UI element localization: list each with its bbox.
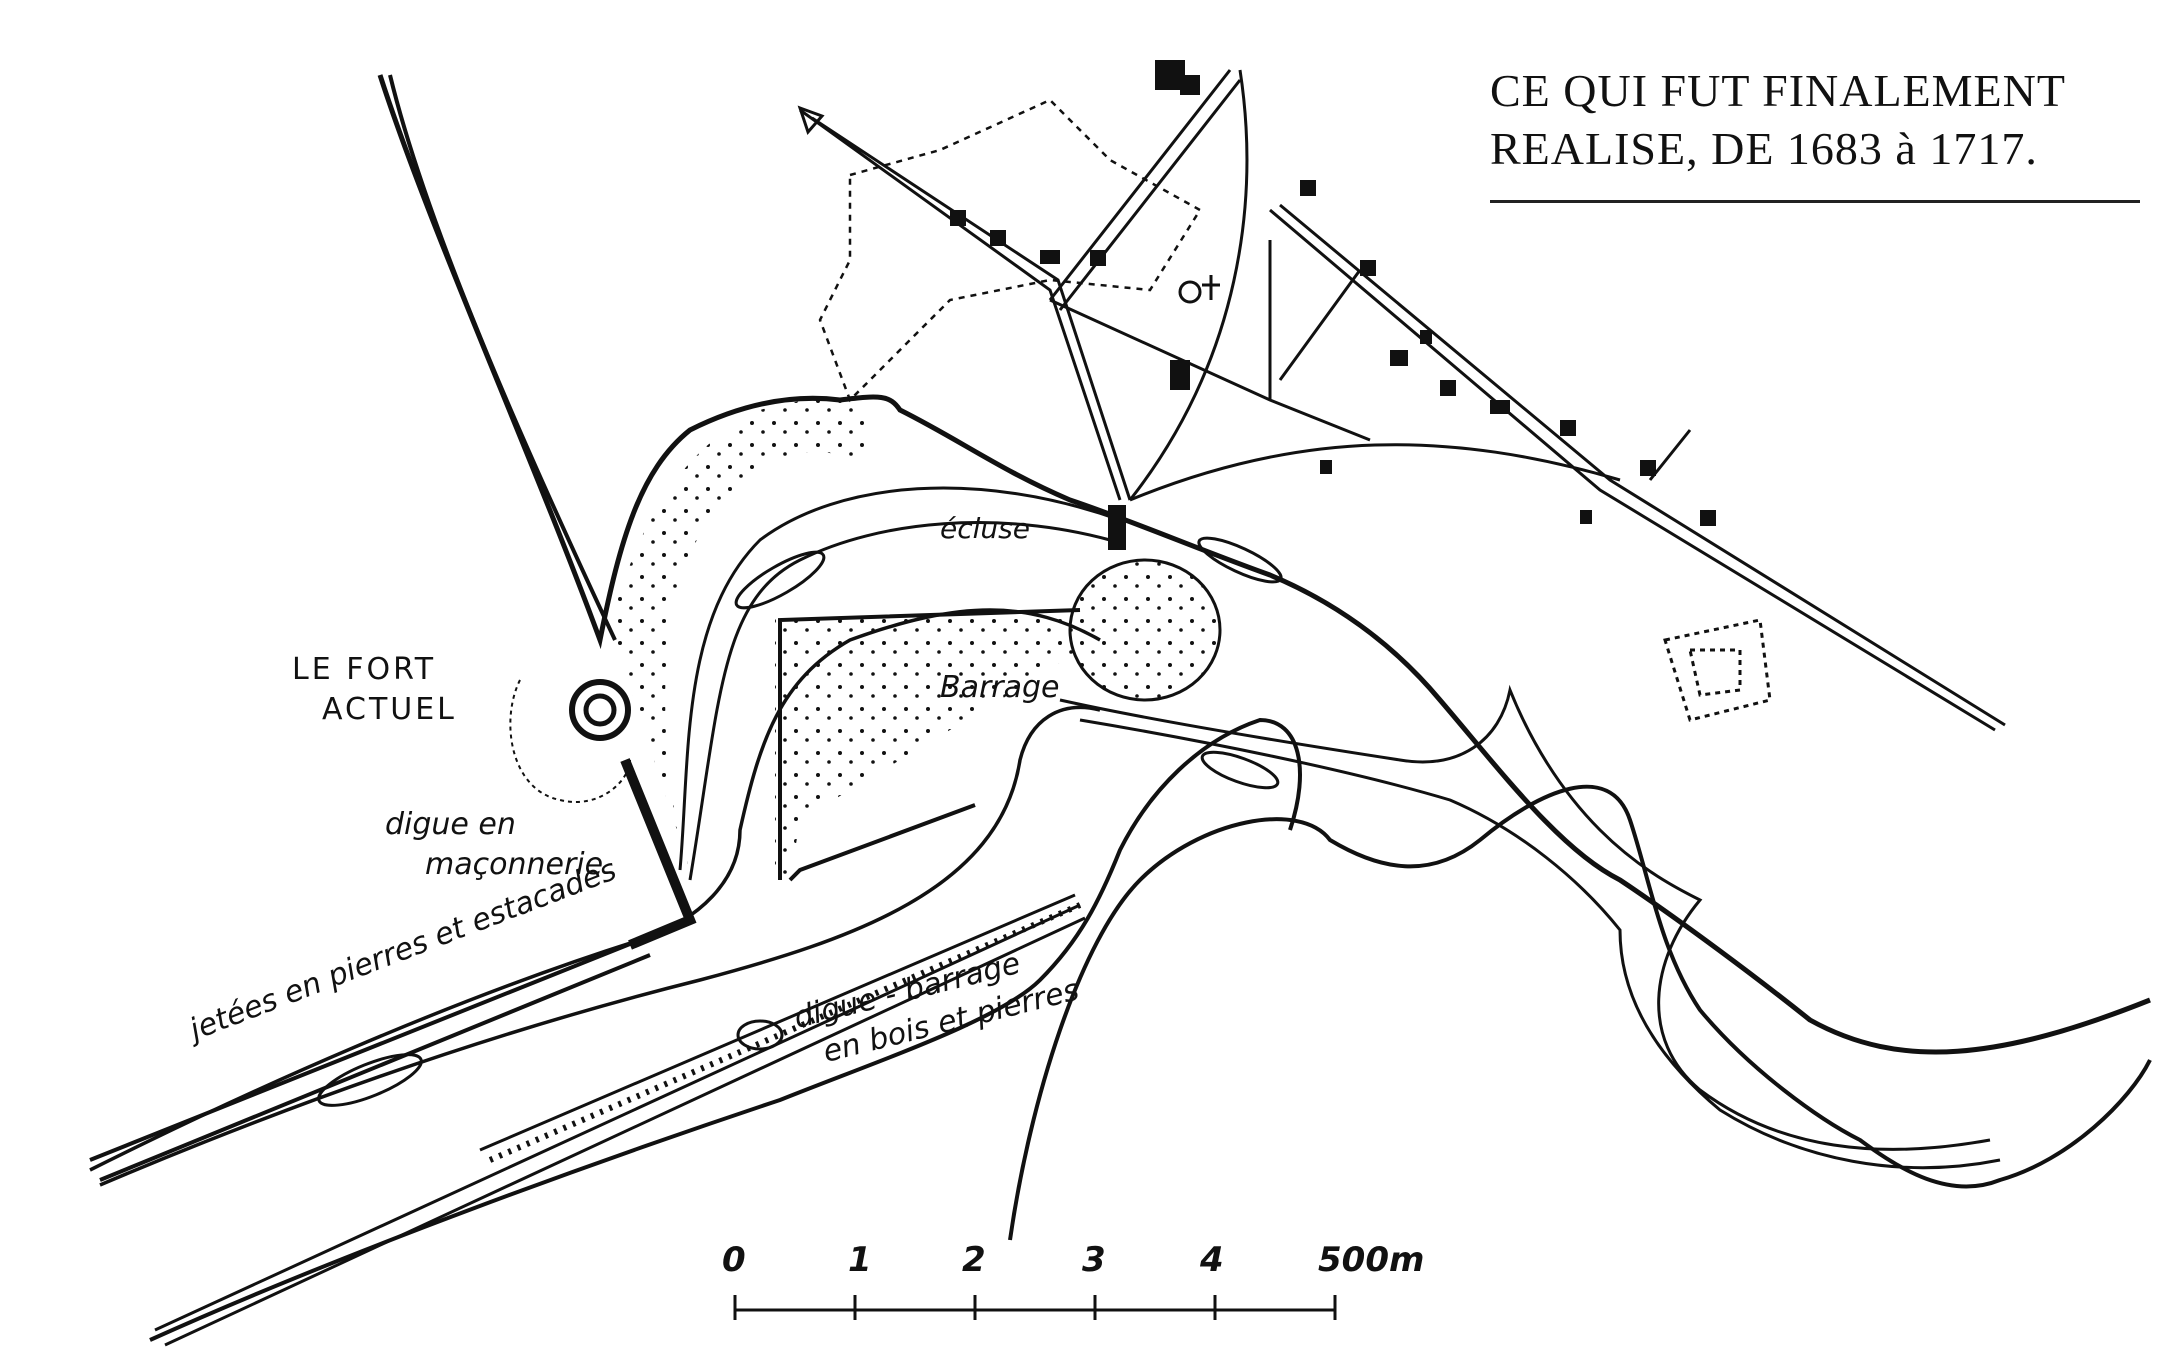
label-fort-line1: LE FORT xyxy=(292,652,437,687)
road-cross xyxy=(1049,240,1692,481)
barrage-area xyxy=(1068,558,1222,702)
scale-tick-500m: 500m xyxy=(1318,1240,1425,1280)
digue-maconnerie xyxy=(620,758,697,950)
ecluse-lock xyxy=(1108,505,1126,550)
island-1 xyxy=(317,1053,423,1107)
island-2 xyxy=(734,550,826,610)
church-cross-icon xyxy=(1178,275,1220,304)
old-fortification xyxy=(818,98,1202,403)
island-4 xyxy=(1197,536,1283,584)
scale-tick-1: 1 xyxy=(848,1240,872,1280)
coastline-upper xyxy=(377,74,2151,1055)
digue-barrage xyxy=(154,893,1086,1347)
title-rule xyxy=(1490,200,2140,203)
buildings xyxy=(950,60,1716,526)
title-line-1: CE QUI FUT FINALEMENT xyxy=(1490,65,2066,116)
scale-tick-0: 0 xyxy=(722,1240,746,1280)
scale-tick-4: 4 xyxy=(1200,1240,1224,1280)
spit-north xyxy=(388,74,617,641)
map-title: CE QUI FUT FINALEMENT REALISE, DE 1683 à… xyxy=(1490,62,2150,178)
inner-basin xyxy=(775,610,1080,880)
label-fort-line2: ACTUEL xyxy=(322,692,457,727)
scale-tick-2: 2 xyxy=(962,1240,986,1280)
label-ecluse: écluse xyxy=(940,512,1030,545)
scale-bar xyxy=(733,1295,1337,1320)
basin-wall xyxy=(778,608,1081,882)
road-northeast xyxy=(1048,69,1249,501)
star-fort-icon xyxy=(1663,618,1772,722)
dune-area xyxy=(610,399,872,870)
coastline-lower xyxy=(149,717,2152,1342)
jetees xyxy=(89,938,651,1182)
road-arrow-icon xyxy=(797,105,825,135)
scale-tick-3: 3 xyxy=(1082,1240,1106,1280)
channel-bend xyxy=(1059,684,2001,1170)
label-barrage: Barrage xyxy=(940,670,1060,705)
label-fort: LE FORT ACTUEL xyxy=(292,650,457,730)
fort-icon xyxy=(509,679,631,803)
road-east xyxy=(1129,203,2006,732)
label-digue-maconnerie-line1: digue en xyxy=(385,807,516,842)
label-digue-maconnerie: digue en maçonnerie xyxy=(385,805,603,885)
channel-outer xyxy=(89,608,1101,1187)
island-3 xyxy=(1200,750,1280,790)
channel-main xyxy=(678,486,1121,881)
label-digue-maconnerie-line2: maçonnerie xyxy=(425,847,604,882)
title-line-2: REALISE, DE 1683 à 1717. xyxy=(1490,123,2038,174)
